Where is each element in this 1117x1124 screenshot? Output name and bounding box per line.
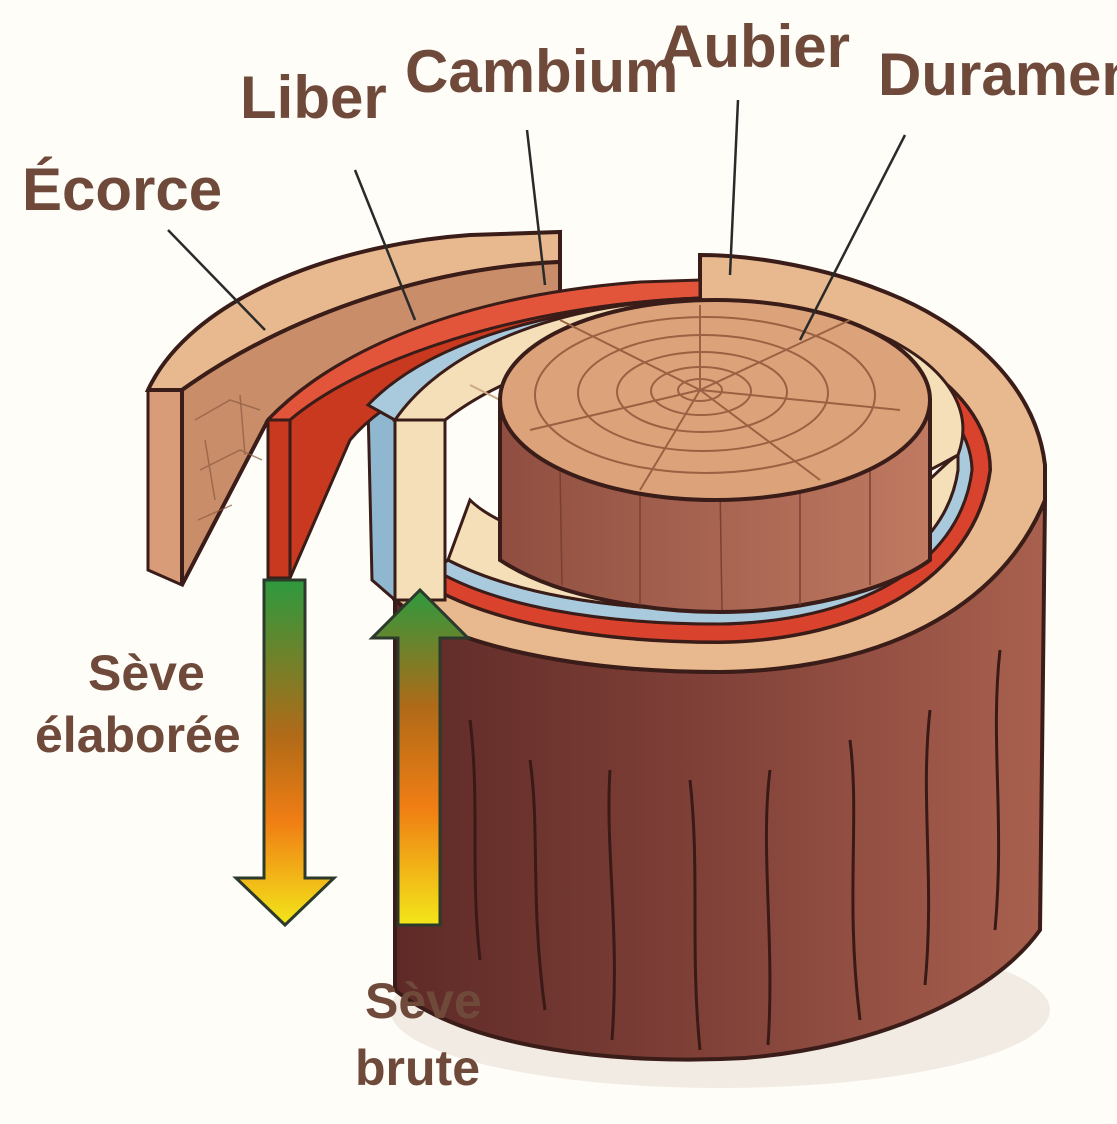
label-cambium: Cambium <box>405 38 678 105</box>
label-seve-brute-line1: Sève <box>365 973 482 1029</box>
leader-aubier <box>730 100 738 275</box>
label-aubier: Aubier <box>660 13 850 80</box>
bark-face <box>148 390 182 585</box>
label-ecorce: Écorce <box>22 156 222 223</box>
label-seve-elaboree-line1: Sève <box>88 645 205 701</box>
duramen-top <box>500 300 930 500</box>
cambium-face <box>368 405 395 600</box>
seve-elaboree-arrow <box>236 580 334 925</box>
label-seve-brute-line2: brute <box>355 1040 480 1096</box>
liber-face <box>268 420 290 578</box>
label-seve-elaboree-line2: élaborée <box>35 707 241 763</box>
label-duramen: Duramen <box>878 41 1117 108</box>
aubier-face <box>395 420 445 600</box>
label-liber: Liber <box>240 64 387 131</box>
